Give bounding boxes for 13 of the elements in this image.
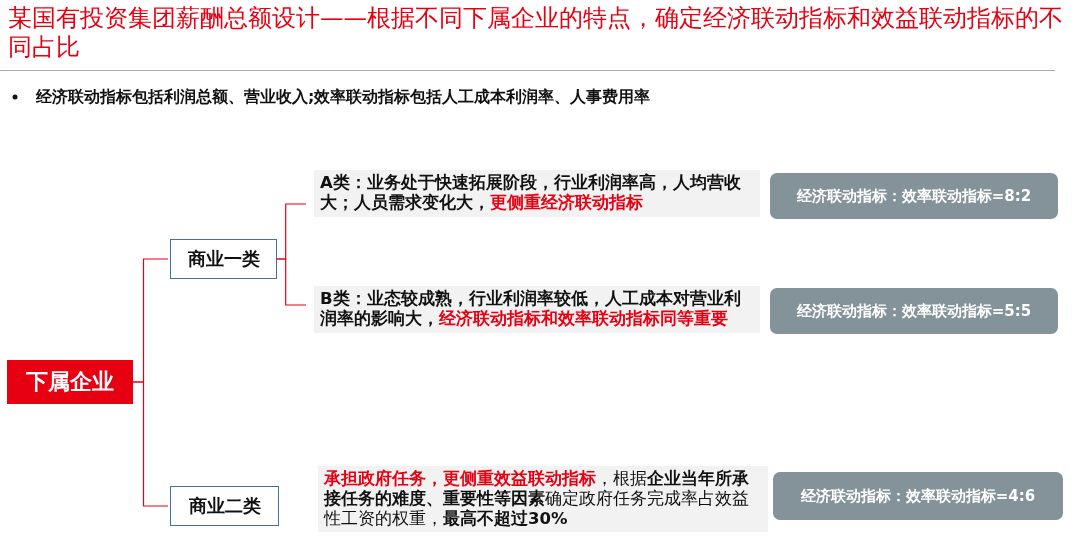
title: 某国有投资集团薪酬总额设计——根据不同下属企业的特点，确定经济联动指标和效益联动指标的不同占比 [8,4,1064,62]
bracket-connector [276,258,307,306]
bullet-text: 经济联动指标包括利润总额、营业收入;效率联动指标包括人工成本利润率、人事费用率 [36,86,651,108]
description-box: A类：业务处于快速拓展阶段，行业利润率高，人均营收大；人员需求变化大，更侧重经济联动指标 [314,170,760,217]
category-box: 商业二类 [170,486,279,526]
ratio-box: 经济联动指标：效率联动指标=4:6 [773,472,1063,520]
description-box: B类：业态较成熟，行业利润率较低，人工成本对营业利润率的影响大，经济联动指标和效率联动指标同等重要 [314,286,760,333]
description-box: 承担政府任务，更侧重效益联动指标，根据企业当年所承接任务的难度、重要性等因素确定政府任务完成率占效益性工资的权重，最高不超过30% [318,466,768,532]
bracket-connector [132,381,169,507]
category-box: 商业一类 [170,239,277,279]
ratio-box: 经济联动指标：效率联动指标=5:5 [770,288,1058,334]
root-box: 下属企业 [7,360,133,404]
ratio-box: 经济联动指标：效率联动指标=8:2 [770,173,1058,219]
